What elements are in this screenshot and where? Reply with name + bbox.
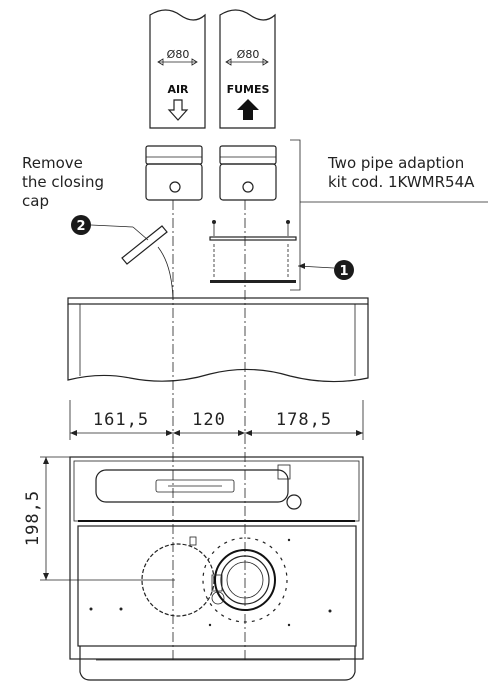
remove-cap-line-1: Remove [22,154,83,172]
boiler-front-view [69,456,364,681]
arrow-up-icon [237,99,259,120]
arrow-down-icon [167,99,189,121]
fumes-adapter [219,145,277,201]
closing-cap [121,225,174,301]
horizontal-dimensions: 161,5 120 178,5 [69,400,364,440]
fumes-label: FUMES [227,83,270,96]
kit-line-2: kit cod. 1KWMR54A [328,173,475,191]
air-adapter [145,145,203,201]
fumes-diameter: Ø80 [237,48,260,61]
gasket-screws [209,220,297,283]
boiler-top-section [67,297,369,383]
kit-bracket [290,139,301,291]
fumes-pipe: Ø80 FUMES [219,9,276,129]
remove-cap-callout: Remove the closing cap 2 [22,154,134,235]
remove-cap-line-2: the closing [22,173,104,191]
dim-198-5: 198,5 [23,490,43,546]
badge-2: 2 [76,219,85,234]
air-pipe: Ø80 AIR [149,9,206,129]
vertical-dimension: 198,5 [23,456,175,581]
dim-120: 120 [192,410,226,430]
dim-178-5: 178,5 [276,410,332,430]
dim-161-5: 161,5 [93,410,149,430]
air-diameter: Ø80 [167,48,190,61]
air-label: AIR [167,83,189,96]
remove-cap-line-3: cap [22,192,49,210]
kit-callout: Two pipe adaption kit cod. 1KWMR54A 1 [297,154,475,280]
badge-1: 1 [339,264,348,279]
kit-line-1: Two pipe adaption [327,154,464,172]
